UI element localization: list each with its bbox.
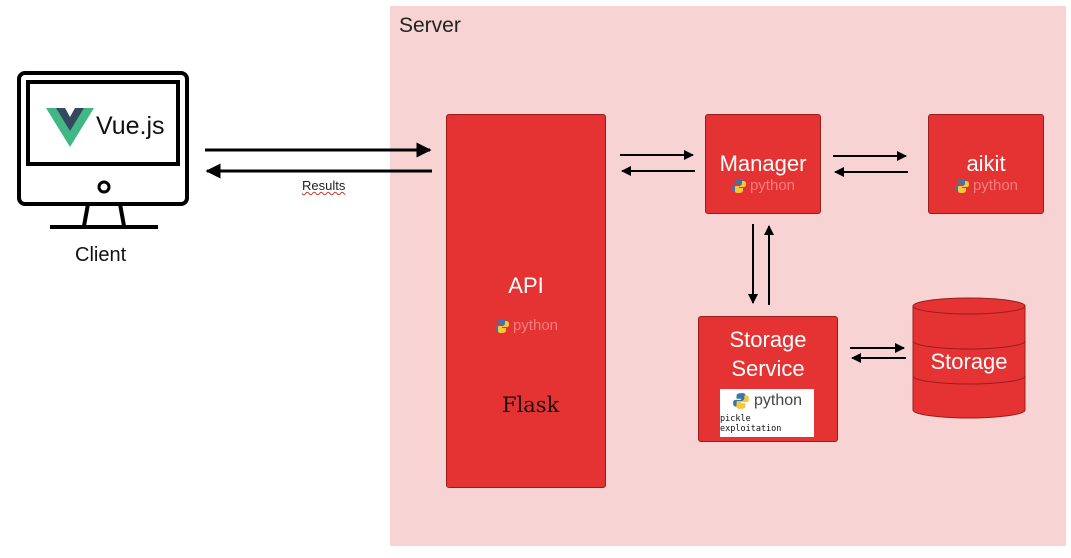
flask-label: Flask — [502, 393, 560, 417]
storage-service-title-1: Storage — [729, 327, 807, 352]
aikit-python-badge: python — [954, 177, 1018, 194]
python-icon — [494, 318, 509, 333]
pickle-card: python pickle exploitation — [720, 389, 814, 437]
manager-box: Manager python — [705, 114, 821, 214]
python-icon — [733, 393, 749, 409]
client-monitor-icon — [17, 71, 189, 229]
aikit-box: aikit python — [928, 114, 1044, 214]
aikit-python-label: python — [972, 177, 1019, 194]
api-title: API — [508, 273, 544, 298]
manager-python-label: python — [749, 177, 796, 194]
pickle-python-badge: python — [732, 392, 802, 410]
pickle-caption: pickle exploitation — [720, 414, 782, 434]
storage-service-title-2: Service — [731, 356, 805, 381]
storage-cylinder-icon — [912, 297, 1026, 419]
server-label: Server — [399, 14, 461, 37]
python-icon — [954, 178, 969, 193]
pickle-python-label: python — [753, 392, 803, 409]
vue-logo-text: Vue.js — [96, 112, 165, 140]
manager-python-badge: python — [731, 177, 795, 194]
results-label: Results — [302, 178, 346, 193]
python-icon — [731, 178, 746, 193]
api-box: API python — [446, 114, 606, 488]
api-python-badge: python — [494, 317, 558, 334]
manager-title: Manager — [719, 151, 807, 176]
client-label: Client — [75, 244, 127, 266]
api-python-label: python — [512, 317, 559, 334]
aikit-title: aikit — [966, 151, 1006, 176]
storage-label: Storage — [930, 349, 1008, 374]
